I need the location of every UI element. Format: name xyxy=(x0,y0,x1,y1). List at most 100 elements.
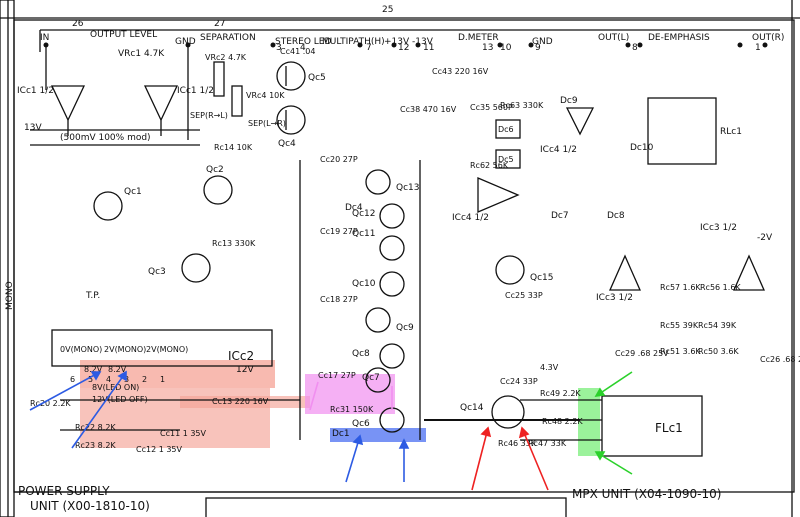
qc2-label: Qc2 xyxy=(206,165,224,175)
highlight-red-region xyxy=(80,360,275,388)
cc11-label: Cc11 1 35V xyxy=(160,429,207,438)
icc2-pinv-4: 8.2V xyxy=(108,365,127,374)
rc49-label: Rc49 2.2K xyxy=(540,389,581,398)
sep2-label: SEP(L→R) xyxy=(248,119,286,128)
highlight-green-region xyxy=(578,388,600,456)
dc5-label: Dc5 xyxy=(498,155,514,164)
rc48-label: Rc48 2.2K xyxy=(542,417,583,426)
svg-text:4: 4 xyxy=(106,375,111,384)
pin-1: 1 xyxy=(755,43,761,53)
header-label-dmeter: D.METER xyxy=(458,33,499,43)
header-label-deemphasis: DE-EMPHASIS xyxy=(648,33,710,43)
qc4-label: Qc4 xyxy=(278,139,296,149)
pin-11: 11 xyxy=(423,43,434,53)
qc15-label: Qc15 xyxy=(530,273,553,283)
highlight-pink-region xyxy=(305,374,395,414)
cc19-label: Cc19 27P xyxy=(320,227,358,236)
rc22-label: Rc22 8.2K xyxy=(75,423,116,432)
icc2-pinv-1: 2V(MONO) xyxy=(104,345,146,354)
mod-label: (500mV 100% mod) xyxy=(60,133,151,143)
qc15-transistor xyxy=(495,255,525,285)
blue-arrows xyxy=(29,370,410,483)
icc2-pinv-2: 2V(MONO) xyxy=(146,345,188,354)
cc24-label: Cc24 33P xyxy=(500,377,538,386)
icc3-right-label: ICc3 1/2 xyxy=(700,223,737,233)
qc4-transistor xyxy=(276,105,306,135)
dc9-opamp xyxy=(565,107,595,136)
pin-3: 3 xyxy=(276,43,282,53)
dc1-label: Dc1 xyxy=(332,429,350,439)
header-label-minus13v: -13V xyxy=(412,37,434,47)
flc1-filter xyxy=(601,395,703,457)
vrc2-label: VRc2 4.7K xyxy=(205,53,247,62)
rc31-label: Rc31 150K xyxy=(330,405,374,414)
icc1-right-opamp xyxy=(143,45,189,140)
cc17-label: Cc17 27P xyxy=(318,371,356,380)
pin-10: 10 xyxy=(500,43,512,53)
qc10-label: Qc10 xyxy=(352,279,376,289)
dc6-label: Dc6 xyxy=(498,125,514,134)
power-supply-unit-label: UNIT (X00-1810-10) xyxy=(30,499,150,513)
qc7-transistor xyxy=(365,367,391,393)
qc5-transistor xyxy=(276,61,306,91)
dc5-box xyxy=(495,149,521,169)
qc9-label: Qc9 xyxy=(396,323,414,333)
power-supply-board xyxy=(205,497,567,517)
icc1-label-left: ICc1 1/2 xyxy=(17,86,54,96)
highlight-red-region-3 xyxy=(180,396,310,408)
icc1-left-opamp xyxy=(45,45,86,136)
qc13-label: Qc13 xyxy=(396,183,419,193)
header-label-stereo-led: STEREO LED xyxy=(275,37,331,47)
qc1-transistor xyxy=(93,191,123,221)
vrc4-label: VRc4 10K xyxy=(246,91,285,100)
rc13-label: Rc13 330K xyxy=(212,239,256,248)
qc14-transistor xyxy=(491,395,525,429)
flc1-label: FLc1 xyxy=(655,421,683,435)
svg-text:2: 2 xyxy=(142,375,147,384)
rc47-label: Rc47 33K xyxy=(528,439,567,448)
header-connector xyxy=(39,29,780,52)
cc12-label: Cc12 1 35V xyxy=(136,445,183,454)
icc4-opamp xyxy=(477,177,520,213)
dc10-label: Dc10 xyxy=(630,143,654,153)
rc46-label: Rc46 33K xyxy=(498,439,537,448)
pin-12: 12 xyxy=(398,43,409,53)
icc2-pinv-3: 8.2V xyxy=(84,365,103,374)
qc12-transistor xyxy=(379,203,405,229)
power-supply-label: POWER SUPPLY xyxy=(18,484,110,498)
pin-26: 26 xyxy=(72,19,84,29)
svg-text:5: 5 xyxy=(88,375,93,384)
qc6-label: Qc6 xyxy=(352,419,370,429)
qc3-label: Qc3 xyxy=(148,267,166,277)
rc50-label: Rc50 3.6K xyxy=(698,347,739,356)
pin-4: 4 xyxy=(300,43,306,53)
header-label-outl: OUT(L) xyxy=(598,33,629,43)
cc35-label: Cc35 560P xyxy=(470,103,513,112)
v13-left-label: 13V xyxy=(24,123,42,133)
rc62-label: Rc62 56K xyxy=(470,161,509,170)
rc57-label: Rc57 1.6K xyxy=(660,283,701,292)
dc6-box xyxy=(495,119,521,139)
qc3-transistor xyxy=(181,253,211,283)
rc14-label: Rc14 10K xyxy=(214,143,253,152)
icc1-label-right: ICc1 1/2 xyxy=(177,86,214,96)
dc4-label: Dc4 xyxy=(345,203,363,213)
cc18-label: Cc18 27P xyxy=(320,295,358,304)
cc41-label: Cc41 .04 xyxy=(280,47,315,56)
qc5-label: Qc5 xyxy=(308,73,326,83)
dc8-label: Dc8 xyxy=(607,211,625,221)
icc4-label-lower: ICc4 1/2 xyxy=(452,213,489,223)
rc54-label: Rc54 39K xyxy=(698,321,737,330)
v43-label: 4.3V xyxy=(540,363,559,372)
green-arrows xyxy=(594,371,633,475)
header-label-output-level: OUTPUT LEVEL xyxy=(90,30,157,40)
pin-27: 27 xyxy=(214,19,225,29)
cc13-label: Cc13 220 16V xyxy=(212,397,269,406)
tp-label: T.P. xyxy=(85,291,100,301)
cc29-label: Cc29 .68 25V xyxy=(615,349,669,358)
mpx-unit-label: MPX UNIT (X04-1090-10) xyxy=(572,487,721,501)
v12-label: 12V xyxy=(236,365,254,375)
dc9-label: Dc9 xyxy=(560,96,578,106)
qc8-transistor xyxy=(379,343,405,369)
